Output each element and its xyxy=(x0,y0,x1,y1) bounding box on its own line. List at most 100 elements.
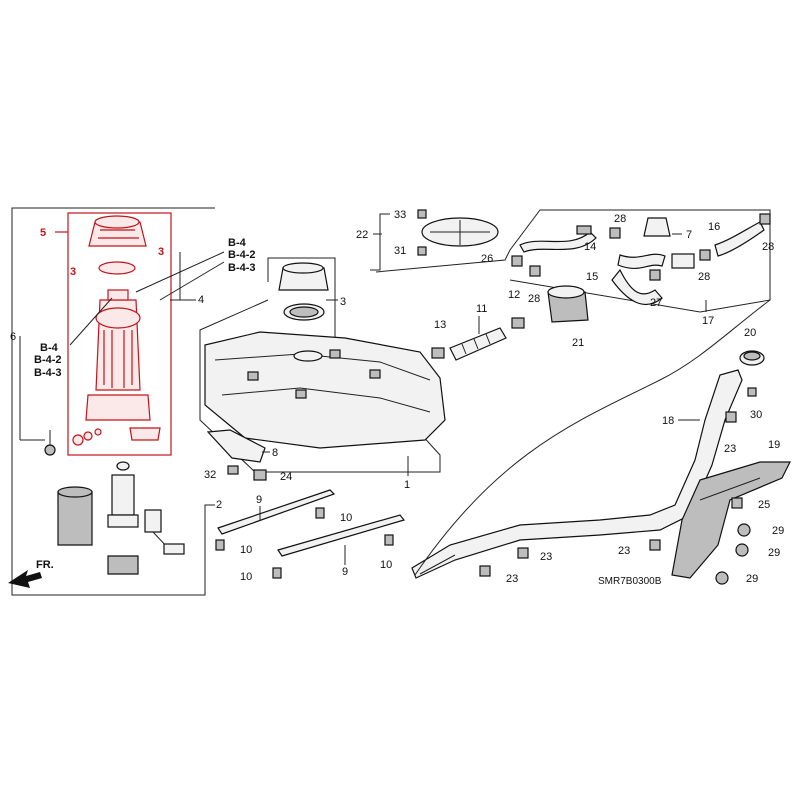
clamp-12 xyxy=(511,317,525,329)
fuel-strainer xyxy=(107,555,139,575)
tank-strap-1 xyxy=(217,489,336,535)
bolt-10-d xyxy=(272,567,282,579)
callout-23-b: 23 xyxy=(618,545,630,557)
joint-connector xyxy=(671,253,695,269)
callout-3-tank: 3 xyxy=(340,296,346,308)
fuel-pump-sleeve xyxy=(57,486,93,546)
tank-strap-2 xyxy=(277,514,406,557)
breather-tube xyxy=(414,299,771,576)
callout-3-left: 3 xyxy=(70,266,76,278)
heat-shield xyxy=(206,429,266,463)
clip-29-a xyxy=(737,523,751,537)
vent-plate xyxy=(421,217,499,247)
ref-top-3: B-4-3 xyxy=(228,262,256,274)
clamp-28-b xyxy=(609,227,621,239)
callout-23-a: 23 xyxy=(724,443,736,455)
callout-10-d: 10 xyxy=(240,571,252,583)
bolt-10-b xyxy=(315,507,325,519)
callout-17: 17 xyxy=(702,315,714,327)
ref-left-2: B-4-2 xyxy=(34,354,62,366)
fuel-level-sender xyxy=(144,509,185,555)
left-frame xyxy=(11,207,215,596)
hose-frame xyxy=(375,209,771,313)
bolt-icon xyxy=(44,430,56,456)
fuel-pump-motor xyxy=(107,461,139,528)
clip-29-b xyxy=(735,543,749,557)
clamp-27 xyxy=(649,269,661,281)
clip-30 xyxy=(747,387,757,397)
clamp-13 xyxy=(431,347,445,359)
ref-left-3: B-4-3 xyxy=(34,367,62,379)
fuel-cap-20 xyxy=(739,350,765,366)
callout-9-lower: 9 xyxy=(342,566,348,578)
clamp-26 xyxy=(511,255,523,267)
tank-frame xyxy=(199,257,441,473)
callout-16: 16 xyxy=(708,221,720,233)
callout-7: 7 xyxy=(686,229,692,241)
tank-cap xyxy=(278,262,329,321)
callout-29-b: 29 xyxy=(768,547,780,559)
callout-23-c: 23 xyxy=(540,551,552,563)
callout-1: 1 xyxy=(404,479,410,491)
callout-10-a: 10 xyxy=(240,544,252,556)
callout-8: 8 xyxy=(272,447,278,459)
callout-31: 31 xyxy=(394,245,406,257)
clamp-28-a xyxy=(529,265,541,277)
callout-6: 6 xyxy=(10,331,16,343)
callout-19: 19 xyxy=(768,439,780,451)
callout-28-a: 28 xyxy=(528,293,540,305)
screw-33 xyxy=(417,209,427,219)
hose-14 xyxy=(519,225,597,253)
callout-32: 32 xyxy=(204,469,216,481)
callout-11: 11 xyxy=(476,303,487,315)
clip-7 xyxy=(643,217,671,237)
bolt-10-a xyxy=(215,539,225,551)
fuel-pump-cap xyxy=(88,215,147,247)
fuel-pump-body xyxy=(95,289,141,391)
clamp-28-d xyxy=(759,213,771,225)
callout-2: 2 xyxy=(216,499,222,511)
ref-left-1: B-4 xyxy=(40,342,59,354)
bolt-32 xyxy=(227,465,239,475)
callout-13: 13 xyxy=(434,319,446,331)
clamp-28-c xyxy=(699,249,711,261)
callout-5: 5 xyxy=(40,227,46,239)
ref-block-left: B-4 B-4-2 B-4-3 xyxy=(34,342,62,379)
callout-26: 26 xyxy=(481,253,493,265)
hose-15 xyxy=(617,253,666,269)
callout-10-b: 10 xyxy=(340,512,352,524)
ref-top-2: B-4-2 xyxy=(228,249,256,261)
fuel-tank xyxy=(204,331,446,449)
callout-29-c: 29 xyxy=(746,573,758,585)
bolt-23-b xyxy=(649,539,661,551)
front-direction-arrow xyxy=(8,570,42,588)
callout-10-c: 10 xyxy=(380,559,392,571)
bolt-23-a xyxy=(725,411,737,423)
clip-25 xyxy=(731,497,743,509)
bolt-10-c xyxy=(384,534,394,546)
callout-28-b: 28 xyxy=(614,213,626,225)
bolt-23-c xyxy=(517,547,529,559)
filler-neck-hose-11 xyxy=(449,327,507,361)
callout-28-c: 28 xyxy=(698,271,710,283)
ref-block-top: B-4 B-4-2 B-4-3 xyxy=(228,237,256,274)
callout-25: 25 xyxy=(758,499,770,511)
pump-seal-ring xyxy=(98,261,136,275)
callout-4: 4 xyxy=(198,294,204,306)
callout-33: 33 xyxy=(394,209,406,221)
highlight-box xyxy=(67,212,172,456)
nut-24 xyxy=(253,469,267,481)
callout-28-d: 28 xyxy=(762,241,774,253)
callout-14: 14 xyxy=(584,241,596,253)
callout-23-d: 23 xyxy=(506,573,518,585)
bolt-23-d xyxy=(479,565,491,577)
vent-frame xyxy=(370,213,390,271)
callout-15: 15 xyxy=(586,271,598,283)
callout-9-upper: 9 xyxy=(256,494,262,506)
filler-pipe-18 xyxy=(411,369,743,579)
fuel-filter-parts xyxy=(72,394,161,446)
splash-shield-19 xyxy=(671,461,791,579)
callout-20: 20 xyxy=(744,327,756,339)
hose-assembly-17 xyxy=(611,268,663,306)
